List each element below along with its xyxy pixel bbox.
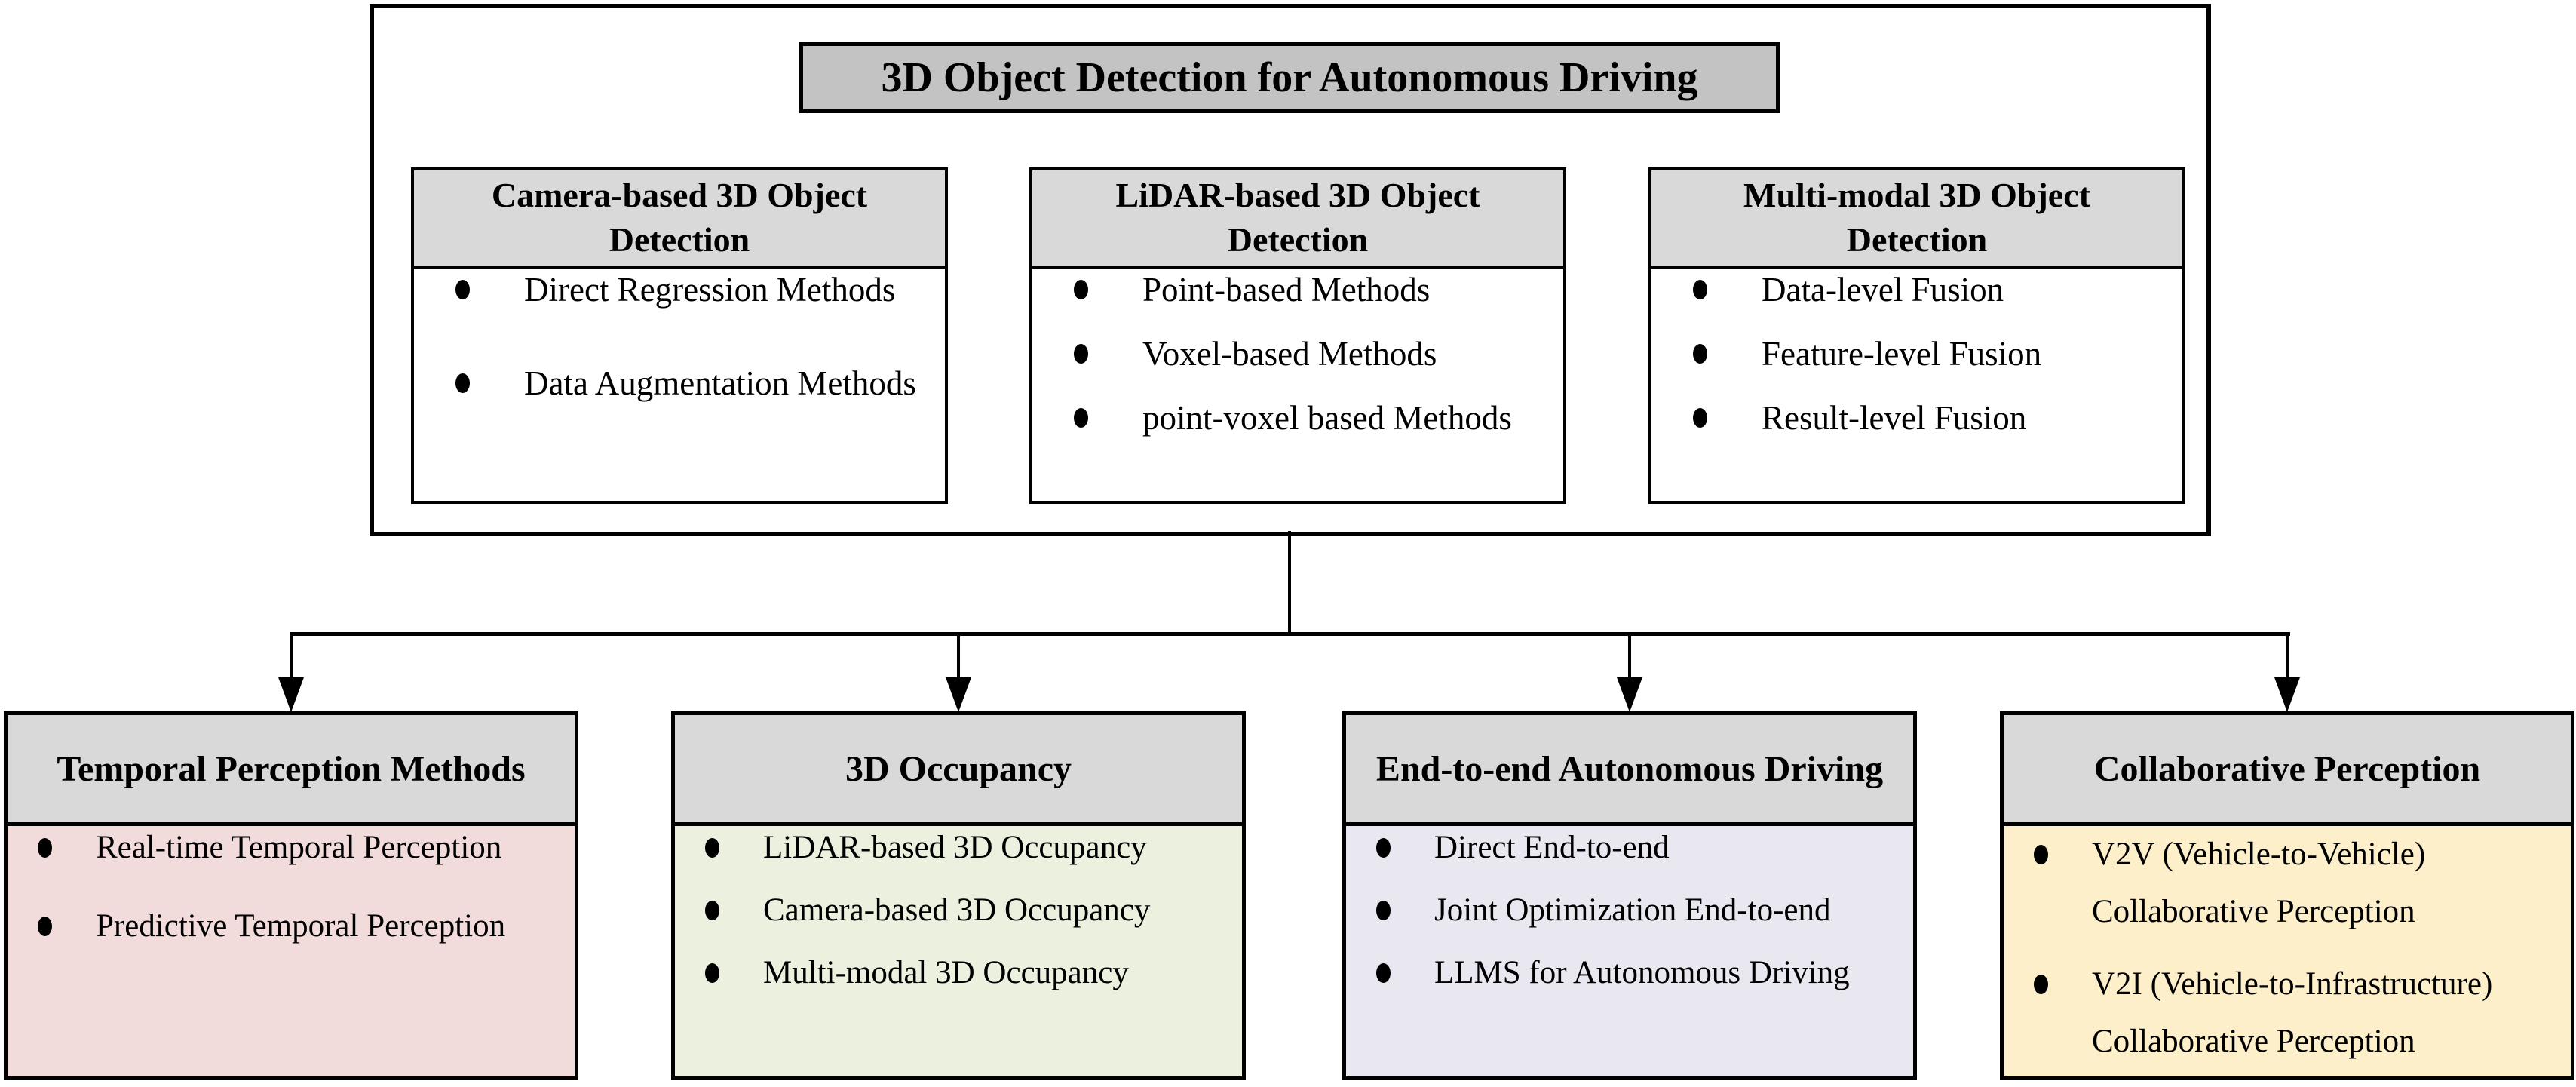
- box-title: LiDAR-based 3D Object Detection: [1115, 176, 1480, 259]
- box-temporal-perception-methods: Temporal Perception Methods Real-time Te…: [4, 711, 578, 1080]
- bullet-icon: [705, 901, 719, 920]
- list-item-label: Joint Optimization End-to-end: [1434, 892, 1831, 928]
- connector-arrow-line: [2286, 632, 2289, 682]
- connector-arrow-line: [290, 632, 293, 682]
- arrow-down-icon: [278, 677, 304, 712]
- list-item-label: Real-time Temporal Perception: [96, 830, 502, 865]
- list-item-label: Result-level Fusion: [1762, 399, 2027, 437]
- box-body: V2V (Vehicle-to-Vehicle) Collaborative P…: [2004, 826, 2571, 1076]
- connector-center-stem: [1288, 531, 1291, 636]
- bullet-icon: [1693, 408, 1707, 428]
- list-item: Result-level Fusion: [1693, 397, 2167, 439]
- list-item-label: Predictive Temporal Perception: [96, 908, 506, 944]
- box-end-to-end-autonomous-driving: End-to-end Autonomous Driving Direct End…: [1342, 711, 1917, 1080]
- root-title-box: 3D Object Detection for Autonomous Drivi…: [799, 42, 1780, 113]
- box-title: End-to-end Autonomous Driving: [1375, 748, 1884, 789]
- bullet-icon: [1376, 963, 1391, 983]
- box-body: Direct End-to-end Joint Optimization End…: [1346, 826, 1913, 1076]
- box-item-list: Real-time Temporal Perception Predictive…: [8, 826, 575, 948]
- list-item: Real-time Temporal Perception: [38, 826, 567, 870]
- list-item: LLMS for Autonomous Driving: [1376, 951, 1906, 995]
- box-body: Real-time Temporal Perception Predictive…: [8, 826, 575, 1076]
- list-item: Predictive Temporal Perception: [38, 904, 567, 948]
- list-item: Joint Optimization End-to-end: [1376, 889, 1906, 932]
- box-header: LiDAR-based 3D Object Detection: [1032, 170, 1563, 269]
- box-header: Multi-modal 3D Object Detection: [1651, 170, 2182, 269]
- bullet-icon: [1376, 901, 1391, 920]
- list-item: Data Augmentation Methods: [455, 362, 930, 404]
- bullet-icon: [1074, 344, 1088, 364]
- bullet-icon: [705, 963, 719, 983]
- box-title: Collaborative Perception: [2093, 748, 2481, 789]
- list-item-label: Direct Regression Methods: [524, 271, 896, 309]
- bullet-icon: [1693, 344, 1707, 364]
- box-item-list: Direct Regression Methods Data Augmentat…: [414, 269, 945, 404]
- bullet-icon: [1376, 838, 1391, 858]
- list-item-label: Multi-modal 3D Occupancy: [763, 955, 1129, 990]
- bullet-icon: [1074, 280, 1088, 299]
- arrow-down-icon: [2274, 677, 2300, 712]
- box-header: 3D Occupancy: [675, 715, 1242, 826]
- list-item: Voxel-based Methods: [1074, 333, 1548, 375]
- bullet-icon: [455, 373, 470, 393]
- list-item-label: Camera-based 3D Occupancy: [763, 892, 1151, 928]
- list-item: Data-level Fusion: [1693, 269, 2167, 311]
- box-body: LiDAR-based 3D Occupancy Camera-based 3D…: [675, 826, 1242, 1076]
- box-item-list: Point-based Methods Voxel-based Methods …: [1032, 269, 1563, 439]
- list-item-label: LLMS for Autonomous Driving: [1434, 955, 1850, 990]
- root-title: 3D Object Detection for Autonomous Drivi…: [881, 54, 1698, 101]
- box-item-list: V2V (Vehicle-to-Vehicle) Collaborative P…: [2004, 826, 2571, 1070]
- list-item: point-voxel based Methods: [1074, 397, 1548, 439]
- connector-arrow-line: [957, 632, 960, 682]
- list-item: Direct End-to-end: [1376, 826, 1906, 870]
- box-collaborative-perception: Collaborative Perception V2V (Vehicle-to…: [2000, 711, 2574, 1080]
- connector-arrow-line: [1628, 632, 1631, 682]
- list-item-label: Data-level Fusion: [1762, 271, 2004, 309]
- box-header: Collaborative Perception: [2004, 715, 2571, 826]
- list-item: Feature-level Fusion: [1693, 333, 2167, 375]
- box-camera-based-3d-object-detection: Camera-based 3D Object Detection Direct …: [411, 167, 948, 504]
- bullet-icon: [38, 917, 52, 936]
- list-item: V2I (Vehicle-to-Infrastructure) Collabor…: [2034, 956, 2563, 1070]
- box-item-list: Direct End-to-end Joint Optimization End…: [1346, 826, 1913, 995]
- bullet-icon: [38, 838, 52, 858]
- list-item-label: V2V (Vehicle-to-Vehicle) Collaborative P…: [2092, 837, 2426, 929]
- bullet-icon: [1074, 408, 1088, 428]
- list-item: Point-based Methods: [1074, 269, 1548, 311]
- box-item-list: LiDAR-based 3D Occupancy Camera-based 3D…: [675, 826, 1242, 995]
- list-item-label: Direct End-to-end: [1434, 830, 1670, 865]
- list-item-label: Data Augmentation Methods: [524, 364, 916, 402]
- list-item: Multi-modal 3D Occupancy: [705, 951, 1234, 995]
- list-item: Direct Regression Methods: [455, 269, 930, 311]
- box-item-list: Data-level Fusion Feature-level Fusion R…: [1651, 269, 2182, 439]
- list-item: V2V (Vehicle-to-Vehicle) Collaborative P…: [2034, 826, 2563, 941]
- bullet-icon: [455, 280, 470, 299]
- connector-horizontal-line: [291, 632, 2290, 636]
- list-item: Camera-based 3D Occupancy: [705, 889, 1234, 932]
- box-title: Temporal Perception Methods: [57, 748, 526, 789]
- bullet-icon: [1693, 280, 1707, 299]
- box-title: Multi-modal 3D Object Detection: [1743, 176, 2090, 259]
- arrow-down-icon: [1617, 677, 1642, 712]
- list-item-label: Point-based Methods: [1142, 271, 1431, 309]
- list-item-label: point-voxel based Methods: [1142, 399, 1512, 437]
- list-item-label: V2I (Vehicle-to-Infrastructure) Collabor…: [2092, 966, 2493, 1059]
- bullet-icon: [705, 838, 719, 858]
- box-title: 3D Occupancy: [845, 748, 1072, 789]
- arrow-down-icon: [946, 677, 971, 712]
- list-item-label: Voxel-based Methods: [1142, 335, 1437, 373]
- box-header: End-to-end Autonomous Driving: [1346, 715, 1913, 826]
- list-item-label: Feature-level Fusion: [1762, 335, 2042, 373]
- box-multi-modal-3d-object-detection: Multi-modal 3D Object Detection Data-lev…: [1648, 167, 2185, 504]
- box-3d-occupancy: 3D Occupancy LiDAR-based 3D Occupancy Ca…: [671, 711, 1246, 1080]
- list-item: LiDAR-based 3D Occupancy: [705, 826, 1234, 870]
- box-header: Temporal Perception Methods: [8, 715, 575, 826]
- list-item-label: LiDAR-based 3D Occupancy: [763, 830, 1147, 865]
- bullet-icon: [2034, 975, 2048, 994]
- box-title: Camera-based 3D Object Detection: [491, 176, 868, 259]
- box-header: Camera-based 3D Object Detection: [414, 170, 945, 269]
- bullet-icon: [2034, 845, 2048, 864]
- box-lidar-based-3d-object-detection: LiDAR-based 3D Object Detection Point-ba…: [1029, 167, 1566, 504]
